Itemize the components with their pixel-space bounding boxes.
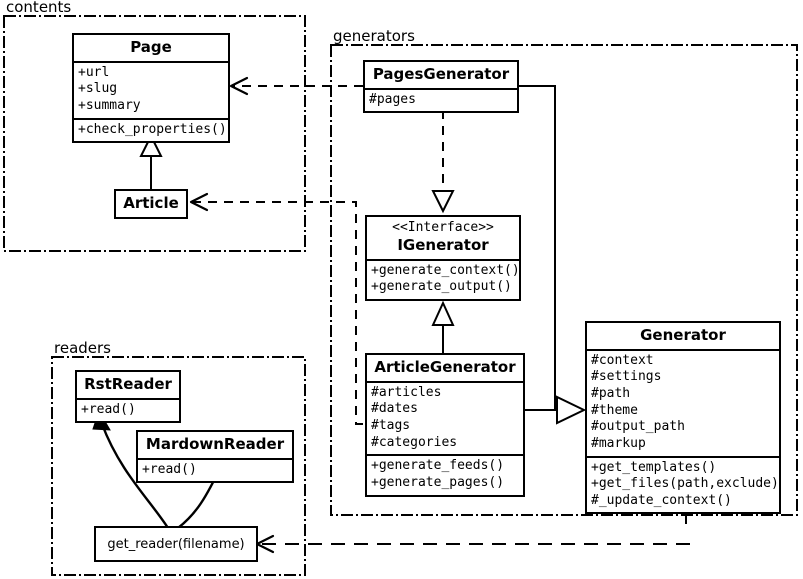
attribute-row: #output_path	[591, 419, 685, 435]
package-frame-generators	[330, 44, 798, 516]
method-row: +get_files(path,exclude)	[591, 476, 779, 492]
edge-getreader-to-rstreader	[100, 423, 170, 529]
attribute-row: +slug	[78, 81, 118, 97]
function-box-get-reader[interactable]: get_reader(filename)	[94, 526, 258, 562]
attribute-row: #path	[591, 386, 631, 402]
class-name-article: Article	[123, 194, 179, 212]
class-stereotype-igenerator: <<Interface>>	[392, 220, 494, 235]
method-row: +get_templates()	[591, 459, 717, 475]
function-label-get-reader: get_reader(filename)	[107, 536, 245, 552]
class-name-articlegenerator: ArticleGenerator	[374, 358, 516, 376]
attribute-row: #tags	[371, 418, 411, 434]
attribute-row: +url	[78, 64, 110, 80]
open-arrowhead-article	[189, 192, 209, 212]
attribute-row: #pages	[369, 91, 416, 107]
attribute-row: #categories	[371, 434, 458, 450]
class-box-igenerator[interactable]: <<Interface>> IGenerator +generate_conte…	[365, 215, 521, 301]
class-methods-igenerator: +generate_context() +generate_output()	[367, 258, 520, 299]
method-row: +read()	[81, 401, 136, 417]
package-frame-contents	[3, 15, 306, 252]
class-name-igenerator: IGenerator	[397, 235, 489, 254]
class-name-rstreader: RstReader	[84, 375, 172, 393]
class-box-generator[interactable]: Generator #context #settings #path #them…	[585, 321, 781, 515]
package-frame-readers	[51, 356, 306, 576]
class-methods-generator: +get_templates() +get_files(path,exclude…	[587, 455, 779, 513]
class-attributes-page: +url +slug +summary	[74, 60, 228, 118]
class-box-rstreader[interactable]: RstReader +read()	[75, 370, 181, 424]
triangle-arrowhead-page	[139, 133, 163, 157]
method-row: +generate_feeds()	[371, 458, 505, 474]
attribute-row: +summary	[78, 98, 141, 114]
method-row: +generate_output()	[371, 279, 512, 295]
class-name-page: Page	[130, 38, 172, 56]
triangle-arrowhead-igenerator-bottom	[431, 300, 455, 326]
method-row: +generate_pages()	[371, 474, 505, 490]
method-row: +generate_context()	[371, 262, 520, 278]
open-arrowhead-page	[229, 76, 249, 96]
class-name-pagesgenerator: PagesGenerator	[372, 65, 510, 83]
package-label-contents: contents	[6, 0, 72, 16]
attribute-row: #markup	[591, 435, 646, 451]
class-box-article[interactable]: Article	[114, 189, 188, 219]
class-box-mardownreader[interactable]: MardownReader +read()	[136, 430, 294, 484]
attribute-row: #articles	[371, 384, 442, 400]
method-row: +read()	[142, 461, 197, 477]
class-box-page[interactable]: Page +url +slug +summary +check_properti…	[72, 33, 230, 144]
attribute-row: #context	[591, 352, 654, 368]
edge-pagesgenerator-to-generator	[519, 85, 556, 410]
class-attributes-articlegenerator: #articles #dates #tags #categories	[367, 380, 523, 455]
package-label-generators: generators	[333, 27, 415, 45]
class-methods-page: +check_properties()	[74, 117, 228, 142]
class-methods-mardownreader: +read()	[138, 457, 292, 482]
package-label-readers: readers	[54, 339, 111, 357]
class-box-articlegenerator[interactable]: ArticleGenerator #articles #dates #tags …	[365, 353, 525, 497]
class-methods-articlegenerator: +generate_feeds() +generate_pages()	[367, 454, 523, 494]
attribute-row: #dates	[371, 401, 418, 417]
class-box-pagesgenerator[interactable]: PagesGenerator #pages	[363, 60, 519, 114]
triangle-arrowhead-igenerator-top	[431, 190, 455, 214]
class-attributes-generator: #context #settings #path #theme #output_…	[587, 348, 779, 456]
edge-dependency-articlegenerator-to-article	[192, 201, 363, 425]
attribute-row: #settings	[591, 369, 662, 385]
method-row: +check_properties()	[78, 121, 227, 137]
class-name-generator: Generator	[640, 326, 726, 344]
class-methods-rstreader: +read()	[77, 397, 179, 422]
class-name-mardownreader: MardownReader	[145, 435, 285, 453]
attribute-row: #theme	[591, 402, 638, 418]
class-attributes-pagesgenerator: #pages	[365, 87, 517, 112]
triangle-arrowhead-generator	[556, 395, 587, 425]
method-row: #_update_context()	[591, 492, 732, 508]
